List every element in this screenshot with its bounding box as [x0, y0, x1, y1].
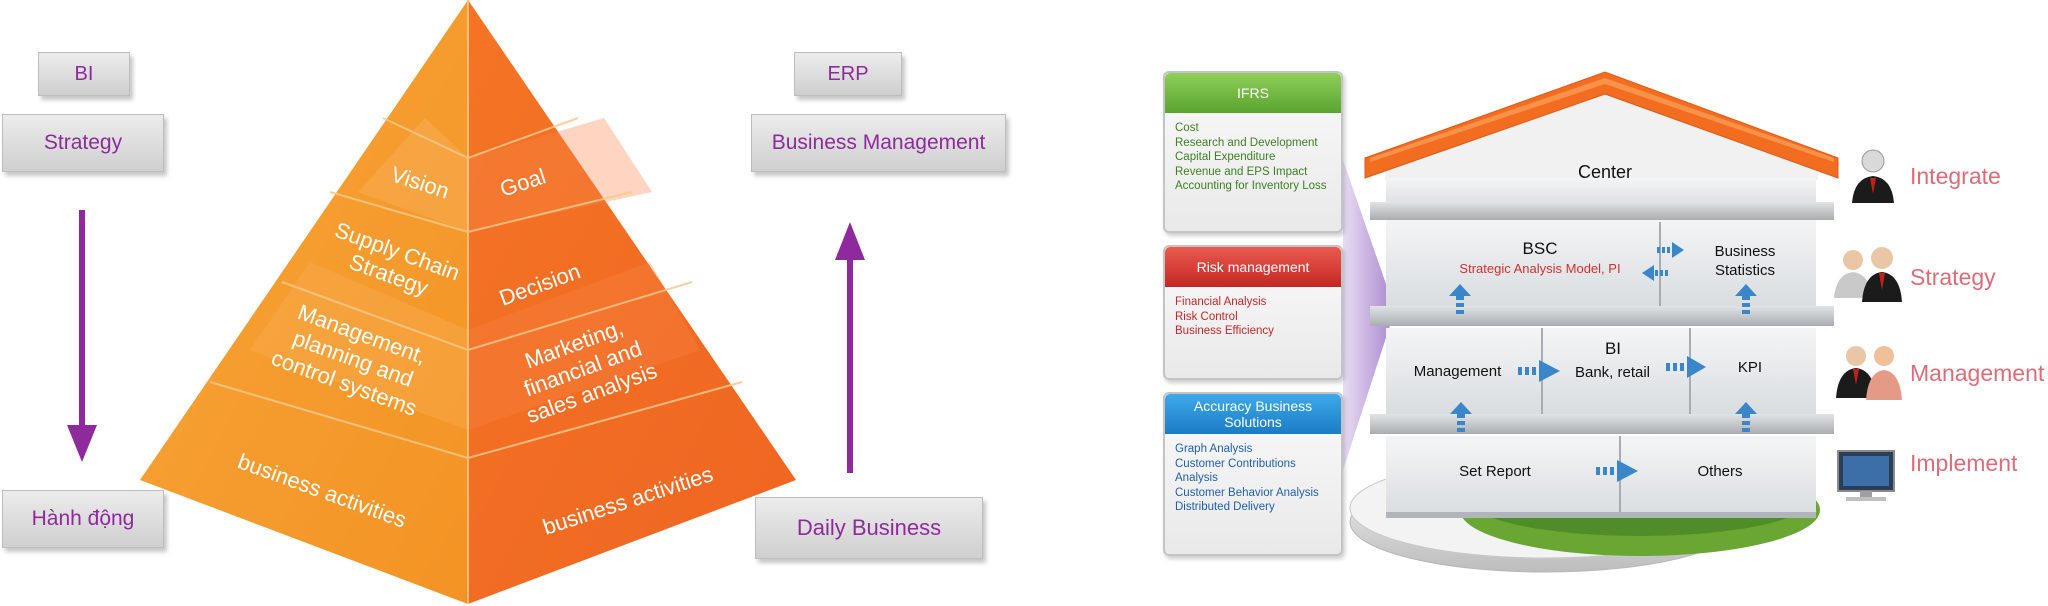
ifrs-item: Research and Development — [1175, 136, 1318, 149]
label-integrate: Integrate — [1910, 163, 2001, 189]
accuracy-item: Customer Behavior Analysis — [1175, 486, 1319, 499]
hanh-dong-box: Hành động — [2, 490, 164, 548]
ifrs-item: Cost — [1175, 122, 1199, 134]
risk-panel: Risk management Financial Analysis Risk … — [1163, 245, 1343, 380]
erp-box: ERP — [794, 52, 902, 96]
house-center: Center — [1577, 162, 1633, 182]
accuracy-item: Graph Analysis — [1175, 443, 1253, 455]
label-management: Management — [1910, 360, 2045, 386]
house-strategic-model: Strategic Analysis Model, PI — [1459, 261, 1621, 276]
house-business-statistics: Business Statistics — [1690, 242, 1800, 280]
strategy-people-icon — [1834, 247, 1902, 302]
risk-header: Risk management — [1165, 247, 1341, 287]
risk-item: Risk Control — [1175, 310, 1238, 323]
business-line-1: Business — [1714, 243, 1776, 260]
ifrs-item: Capital Expenditure — [1175, 151, 1276, 164]
label-strategy: Strategy — [1910, 264, 1996, 290]
accuracy-item: Distributed Delivery — [1175, 501, 1275, 514]
risk-item: Business Efficiency — [1175, 325, 1274, 338]
risk-item: Financial Analysis — [1175, 296, 1267, 308]
bi-box: BI — [38, 52, 130, 96]
accuracy-title-1: Accuracy Business — [1193, 398, 1313, 414]
accuracy-list: Graph Analysis Customer Contributions An… — [1165, 434, 1341, 515]
ifrs-panel: IFRS Cost Research and Development Capit… — [1163, 71, 1343, 233]
accuracy-item: Customer Contributions — [1175, 457, 1296, 470]
business-management-box: Business Management — [751, 114, 1006, 172]
house-bank-retail: Bank, retail — [1574, 364, 1651, 381]
accuracy-panel: Accuracy Business Solutions Graph Analys… — [1163, 392, 1343, 556]
house-bi: BI — [1604, 339, 1622, 358]
business-line-2: Statistics — [1714, 262, 1775, 279]
ifrs-header: IFRS — [1165, 73, 1341, 113]
accuracy-title-2: Solutions — [1224, 414, 1282, 430]
implement-monitor-icon — [1837, 450, 1895, 501]
house-bsc: BSC — [1522, 239, 1558, 258]
down-arrow — [67, 210, 97, 462]
up-arrow — [835, 222, 865, 473]
house-kpi: KPI — [1737, 359, 1763, 376]
accuracy-item: Analysis — [1175, 472, 1218, 485]
ifrs-item: Revenue and EPS Impact — [1175, 165, 1308, 178]
house-set-report: Set Report — [1459, 463, 1531, 480]
ifrs-list: Cost Research and Development Capital Ex… — [1165, 113, 1341, 194]
integrate-person-icon — [1852, 149, 1894, 203]
ifrs-item: Accounting for Inventory Loss — [1175, 180, 1327, 193]
house-management: Management — [1413, 363, 1502, 380]
risk-list: Financial Analysis Risk Control Business… — [1165, 287, 1341, 339]
house-others: Others — [1697, 463, 1743, 480]
strategy-box: Strategy — [2, 114, 164, 172]
management-people-icon — [1836, 346, 1902, 400]
accuracy-header: Accuracy Business Solutions — [1165, 394, 1341, 434]
label-implement: Implement — [1910, 450, 2018, 476]
daily-business-box: Daily Business — [755, 497, 983, 559]
